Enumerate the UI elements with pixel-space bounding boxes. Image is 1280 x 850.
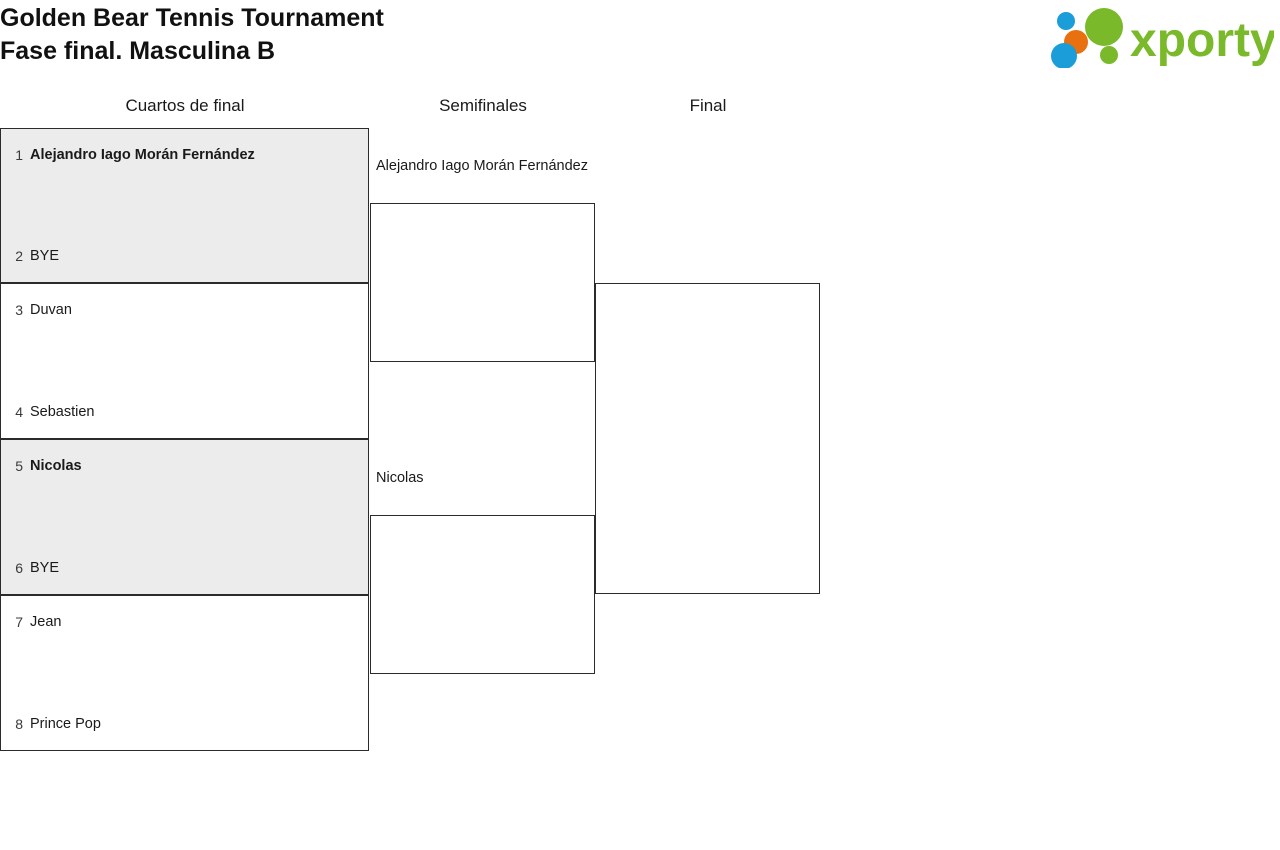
tournament-title: Golden Bear Tennis Tournament (0, 4, 384, 32)
connector-final (595, 283, 820, 594)
player-name: Duvan (30, 302, 72, 318)
page-title: Golden Bear Tennis Tournament Fase final… (0, 2, 700, 68)
match-box-qf-4[interactable]: 7 Jean 8 Prince Pop (0, 595, 369, 751)
seed-number: 6 (15, 560, 23, 576)
round-header-quarterfinals: Cuartos de final (125, 96, 245, 115)
logo-wordmark: xporty (1130, 14, 1274, 67)
logo-dot-green-large (1085, 8, 1123, 46)
match-slot-seed-2[interactable]: 2 BYE (1, 245, 368, 267)
match-box-qf-2[interactable]: 3 Duvan 4 Sebastien (0, 283, 369, 439)
seed-number: 8 (15, 716, 23, 732)
logo-dot-green-small (1100, 46, 1118, 64)
seed-number: 1 (15, 147, 23, 163)
semifinal-player-2[interactable]: Nicolas (376, 470, 424, 486)
match-slot-seed-4[interactable]: 4 Sebastien (1, 401, 368, 423)
round-header-semifinals: Semifinales (439, 96, 527, 115)
seed-number: 2 (15, 248, 23, 264)
player-name: Prince Pop (30, 716, 101, 732)
player-name: Nicolas (30, 458, 82, 474)
match-slot-seed-5[interactable]: 5 Nicolas (1, 455, 368, 477)
player-name: BYE (30, 248, 60, 264)
seed-number: 3 (15, 302, 23, 318)
connector-semifinal-1 (370, 203, 595, 362)
seed-number: 7 (15, 614, 23, 630)
match-slot-seed-8[interactable]: 8 Prince Pop (1, 713, 368, 735)
match-slot-seed-1[interactable]: 1 Alejandro Iago Morán Fernández (1, 144, 368, 166)
player-name: Alejandro Iago Morán Fernández (30, 147, 255, 163)
player-name: Sebastien (30, 404, 95, 420)
match-slot-seed-7[interactable]: 7 Jean (1, 611, 368, 633)
seed-number: 4 (15, 404, 23, 420)
match-box-qf-1[interactable]: 1 Alejandro Iago Morán Fernández 2 BYE (0, 128, 369, 283)
match-box-qf-3[interactable]: 5 Nicolas 6 BYE (0, 439, 369, 595)
logo-dot-blue-large (1051, 43, 1077, 69)
logo-dot-blue-small (1057, 12, 1075, 30)
round-header-final: Final (689, 96, 727, 115)
match-slot-seed-3[interactable]: 3 Duvan (1, 299, 368, 321)
player-name: BYE (30, 560, 60, 576)
player-name: Jean (30, 614, 62, 630)
semifinal-player-1[interactable]: Alejandro Iago Morán Fernández (376, 158, 588, 174)
match-slot-seed-6[interactable]: 6 BYE (1, 557, 368, 579)
tournament-subtitle: Fase final. Masculina B (0, 37, 276, 65)
xporty-logo[interactable]: xporty (1044, 6, 1277, 69)
seed-number: 5 (15, 458, 23, 474)
connector-semifinal-2 (370, 515, 595, 674)
